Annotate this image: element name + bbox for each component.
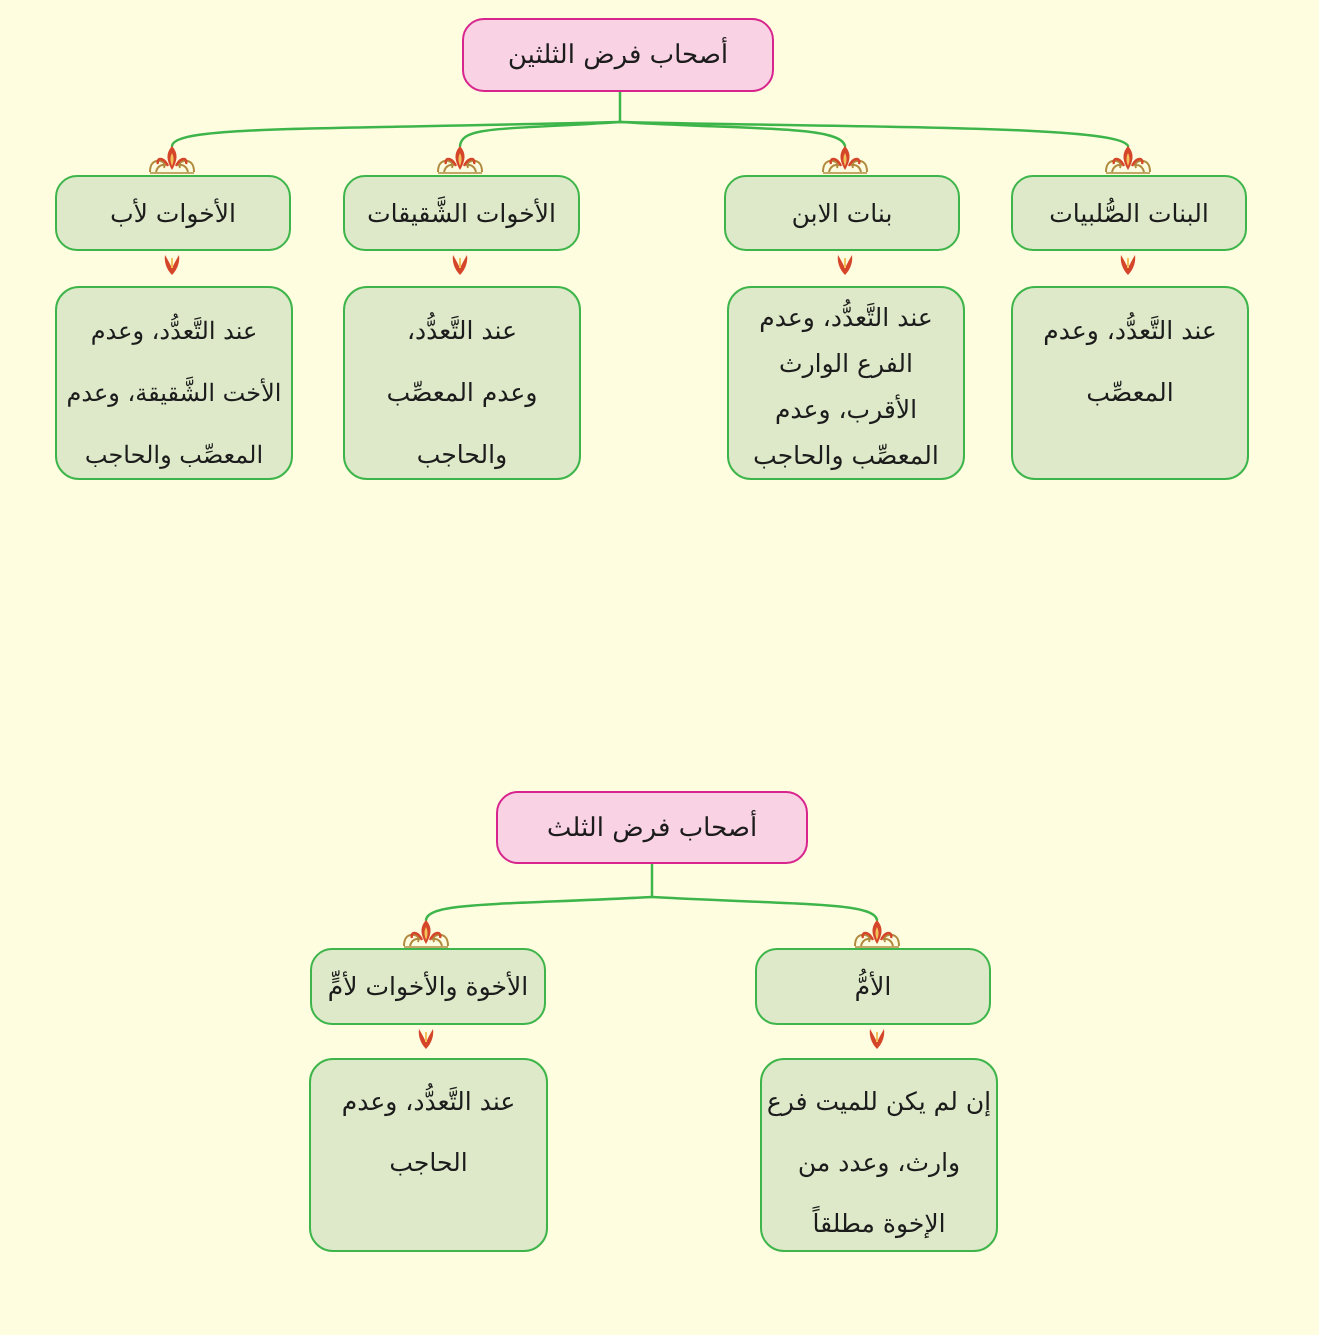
branch-node: الأمُّ — [755, 948, 991, 1025]
branch-title: الأخوات لأب — [110, 198, 236, 228]
connector-1-1 — [618, 120, 1130, 148]
floral-ornament-icon — [403, 920, 449, 948]
condition-line: وعدم المعصِّب — [386, 378, 538, 407]
down-arrow-icon — [869, 1029, 885, 1049]
condition-box: عند التَّعدُّد، وعدم الفرع الوارث الأقرب… — [727, 286, 965, 480]
root-node-third: أصحاب فرض الثلث — [496, 791, 808, 864]
down-arrow-icon — [837, 255, 853, 275]
branch-node: الأخوات الشَّقيقات — [343, 175, 580, 251]
condition-line: المعصِّب والحاجب — [84, 441, 264, 469]
connector-1-2 — [618, 120, 847, 148]
condition-line: الفرع الوارث — [779, 349, 913, 378]
connector-2-1 — [650, 895, 879, 922]
floral-ornament-icon — [854, 920, 900, 948]
condition-line: عند التَّعدُّد، وعدم — [759, 303, 933, 332]
branch-title: الأمُّ — [854, 972, 892, 1001]
condition-line: والحاجب — [416, 440, 508, 469]
condition-line: عند التَّعدُّد، وعدم — [1043, 316, 1217, 345]
condition-line: الحاجب — [389, 1148, 468, 1177]
condition-box: عند التَّعدُّد، وعدم المعصِّب والحاجب — [343, 286, 581, 480]
floral-ornament-icon — [437, 146, 483, 174]
condition-box: عند التَّعدُّد، وعدم المعصِّب — [1011, 286, 1249, 480]
floral-ornament-icon — [149, 146, 195, 174]
condition-line: الأخت الشَّقيقة، وعدم — [66, 379, 282, 407]
connector-1-3 — [458, 120, 622, 148]
down-arrow-icon — [164, 255, 180, 275]
branch-node: البنات الصُّلبيات — [1011, 175, 1247, 251]
branch-node: الأخوات لأب — [55, 175, 291, 251]
root-node-label: أصحاب فرض الثلث — [546, 812, 758, 843]
condition-box: عند التَّعدُّد، وعدم الحاجب — [309, 1058, 548, 1252]
condition-line: عند التَّعدُّد، وعدم — [341, 1087, 516, 1116]
connector-2-2 — [424, 895, 654, 922]
root-node-thirds: أصحاب فرض الثلثين — [462, 18, 774, 92]
condition-line: الإخوة مطلقاً — [812, 1209, 946, 1238]
floral-ornament-icon — [822, 146, 868, 174]
condition-line: وارث، وعدد من — [797, 1148, 961, 1177]
branch-title: الأخوة والأخوات لأمٍّ — [327, 972, 529, 1001]
condition-line: المعصِّب — [1086, 378, 1174, 407]
root-node-label: أصحاب فرض الثلثين — [507, 40, 729, 70]
condition-line: الأقرب، وعدم — [774, 395, 918, 424]
branch-node: بنات الابن — [724, 175, 960, 251]
connector-1-4 — [170, 120, 622, 148]
condition-line: إن لم يكن للميت فرع — [766, 1087, 992, 1116]
floral-ornament-icon — [1105, 146, 1151, 174]
branch-title: الأخوات الشَّقيقات — [367, 198, 556, 228]
branch-title: البنات الصُّلبيات — [1049, 198, 1209, 228]
condition-line: المعصِّب والحاجب — [753, 441, 939, 470]
down-arrow-icon — [1120, 255, 1136, 275]
down-arrow-icon — [452, 255, 468, 275]
branch-node: الأخوة والأخوات لأمٍّ — [310, 948, 546, 1025]
condition-box: إن لم يكن للميت فرع وارث، وعدد من الإخوة… — [760, 1058, 998, 1252]
condition-line: عند التَّعدُّد، — [406, 316, 518, 345]
condition-box: عند التَّعدُّد، وعدم الأخت الشَّقيقة، وع… — [55, 286, 293, 480]
down-arrow-icon — [418, 1029, 434, 1049]
branch-title: بنات الابن — [791, 198, 893, 228]
condition-line: عند التَّعدُّد، وعدم — [90, 317, 258, 345]
